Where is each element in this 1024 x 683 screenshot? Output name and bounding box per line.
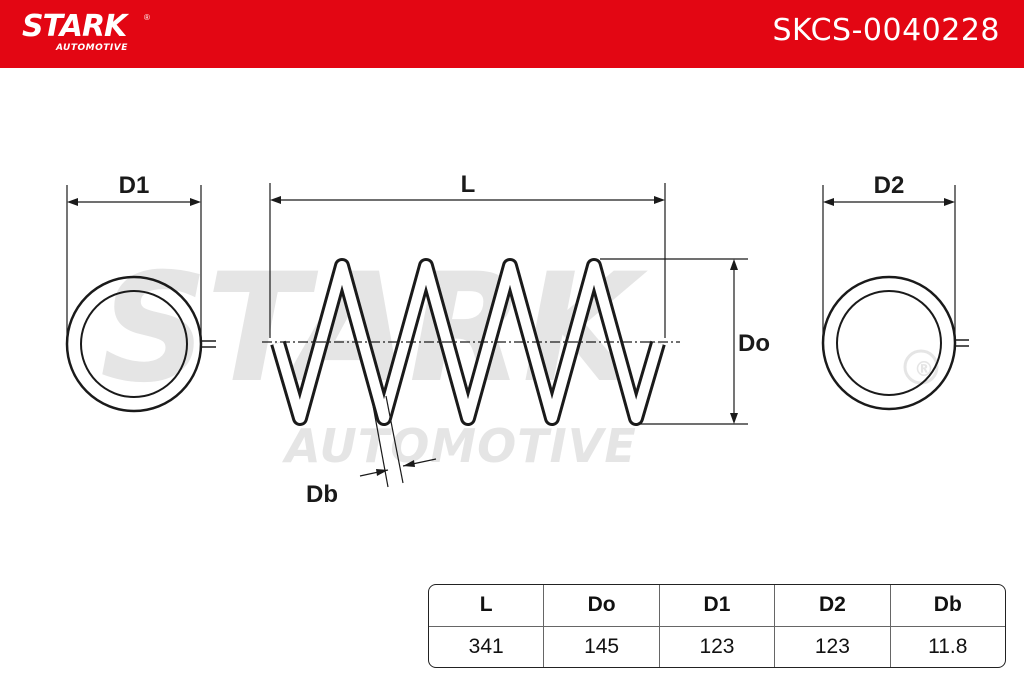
end-view-d2-inner [836, 290, 942, 396]
label-length: L [461, 171, 476, 198]
brand-logo: STARK [22, 9, 127, 44]
spec-header-db: Db [890, 585, 1005, 627]
wire-diameter-dimension [359, 395, 437, 488]
label-wire-diameter: Db [306, 481, 338, 508]
spring-side-view [262, 258, 680, 426]
watermark-registered-mark: ® [914, 357, 934, 381]
spec-value-d1: 123 [660, 626, 776, 667]
length-dimension [269, 183, 666, 338]
header-bar: STARK ® AUTOMOTIVE SKCS-0040228 [0, 0, 1024, 68]
spec-table: L Do D1 D2 Db 341 145 123 123 11.8 [428, 584, 1006, 668]
label-d2: D2 [874, 172, 905, 199]
brand-registered-mark: ® [144, 13, 150, 22]
spec-table-value-row: 341 145 123 123 11.8 [429, 626, 1005, 667]
end-view-d1-outer [65, 275, 203, 413]
spec-table-header-row: L Do D1 D2 Db [429, 585, 1005, 627]
watermark-sub: AUTOMOTIVE [282, 419, 637, 473]
spec-value-db: 11.8 [928, 634, 968, 658]
spec-header-d1: D1 [659, 585, 776, 627]
end-view-d2 [821, 185, 969, 411]
outer-diameter-dimension [600, 258, 748, 425]
brand-logo-subtitle: AUTOMOTIVE [56, 43, 128, 53]
label-outer-diameter: Do [738, 330, 770, 357]
end-view-d2-outer [821, 275, 957, 411]
part-number: SKCS-0040228 [772, 13, 1000, 48]
spec-value-do: 145 [544, 626, 660, 667]
end-view-d1-inner [80, 290, 188, 398]
end-view-d1 [65, 185, 216, 413]
spec-header-l: L [429, 585, 545, 627]
spec-header-do: Do [544, 585, 660, 627]
label-d1: D1 [119, 172, 150, 199]
spring-diagram: STARK AUTOMOTIVE ® D1 D2 [65, 171, 969, 508]
spec-value-l: 341 [429, 626, 545, 667]
spec-header-d2: D2 [775, 585, 891, 627]
spec-value-d2: 123 [775, 626, 891, 667]
